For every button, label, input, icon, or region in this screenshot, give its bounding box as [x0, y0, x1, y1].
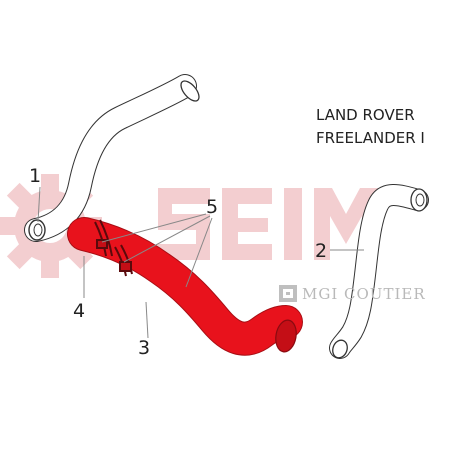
leader-5b — [123, 215, 211, 263]
hose-3-end — [275, 319, 297, 353]
leader-1 — [37, 186, 41, 223]
clamp-a — [94, 221, 107, 257]
clamp-b-screw — [119, 261, 132, 272]
leader-5c — [185, 217, 213, 288]
hose-2-bottom-end — [332, 339, 348, 359]
callout-4: 4 — [73, 300, 86, 322]
hose-3 — [67, 217, 303, 356]
mgi-coutier-logo-icon — [279, 285, 297, 302]
vehicle-model: FREELANDER I — [316, 129, 425, 147]
hose-2 — [329, 184, 429, 359]
leader-5a — [101, 213, 207, 243]
clamp-a-screw — [96, 239, 108, 249]
leader-3 — [145, 301, 149, 339]
hose-1-top-end — [180, 80, 200, 102]
leader-lines — [37, 186, 364, 339]
callout-5: 5 — [206, 196, 219, 218]
hose-clamps — [94, 219, 133, 277]
hose-1-end — [28, 219, 46, 241]
callout-2: 2 — [315, 240, 328, 262]
seim-logo-letters — [156, 188, 378, 260]
callout-3: 3 — [138, 337, 151, 359]
mgi-coutier-label: MGI COUTIER — [302, 285, 426, 303]
vehicle-make: LAND ROVER — [316, 106, 415, 124]
callout-1: 1 — [29, 165, 42, 187]
hose-2-top-end — [410, 188, 428, 212]
hose-1 — [24, 74, 200, 242]
